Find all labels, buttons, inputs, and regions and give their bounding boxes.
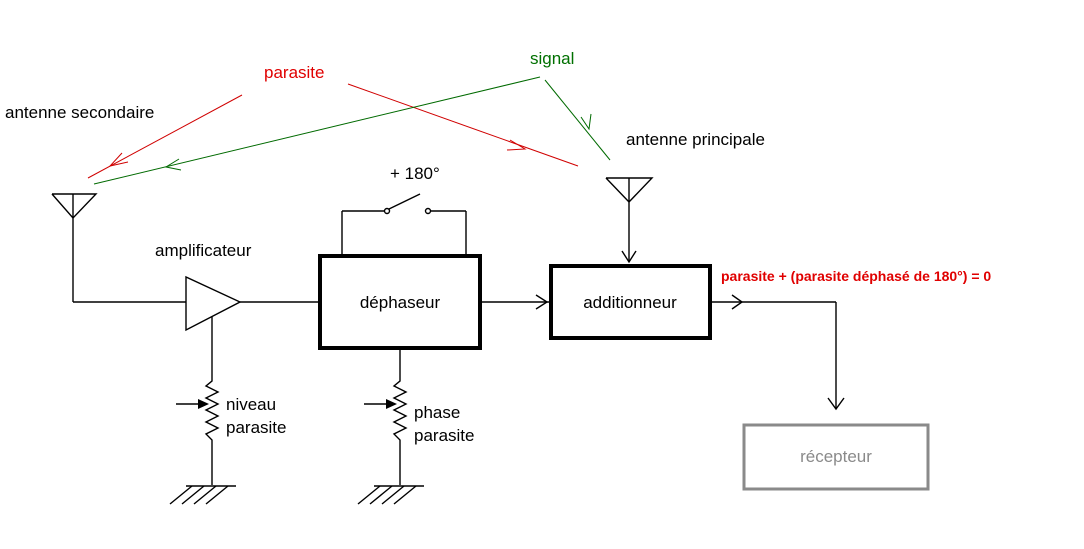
ground-icon [357, 485, 424, 505]
main-antenna-icon [605, 177, 654, 264]
niveau-parasite-label: parasite [226, 418, 286, 437]
dephaseur-label: déphaseur [360, 293, 441, 312]
switch-icon [341, 193, 467, 256]
secondary-antenna-icon [51, 193, 186, 303]
triangle-amplifier-icon [185, 275, 320, 374]
signal-arrow-right-icon [580, 113, 592, 131]
recepteur-label: récepteur [800, 447, 872, 466]
arrow-icon [535, 294, 549, 310]
additionneur-box [549, 264, 712, 340]
niveau-variable-resistor-icon [176, 374, 220, 485]
arrow-icon [621, 250, 637, 264]
cancellation-equation: parasite + (parasite déphasé de 180°) = … [721, 268, 991, 284]
resistor-wiper-arrow-icon [386, 399, 397, 409]
arrow-icon [827, 397, 845, 411]
parasite-label: parasite [264, 63, 324, 82]
parasite-rays [87, 83, 579, 179]
phase-label: phase [414, 403, 460, 422]
signal-rays [93, 76, 611, 185]
additionneur-to-recepteur-wire [712, 294, 845, 411]
dephaseur-to-additionneur-wire [482, 294, 550, 310]
arrow-icon [731, 294, 744, 310]
niveau-label: niveau [226, 395, 276, 414]
additionneur-label: additionneur [583, 293, 677, 312]
antenne-principale-label: antenne principale [626, 130, 765, 149]
phase-parasite-label: parasite [414, 426, 474, 445]
antenne-secondaire-label: antenne secondaire [5, 103, 154, 122]
plus-180-label: + 180° [390, 164, 440, 183]
parasite-arrow-left-icon [108, 152, 129, 167]
resistor-wiper-arrow-icon [198, 399, 209, 409]
parasite-arrow-right-icon [506, 139, 527, 151]
amplificateur-label: amplificateur [155, 241, 252, 260]
recepteur-box [742, 423, 930, 491]
phase-variable-resistor-icon [364, 349, 408, 485]
dephaseur-box [318, 254, 482, 350]
signal-label: signal [530, 49, 574, 68]
ground-icon [169, 485, 236, 505]
signal-arrow-left-icon [164, 158, 182, 171]
